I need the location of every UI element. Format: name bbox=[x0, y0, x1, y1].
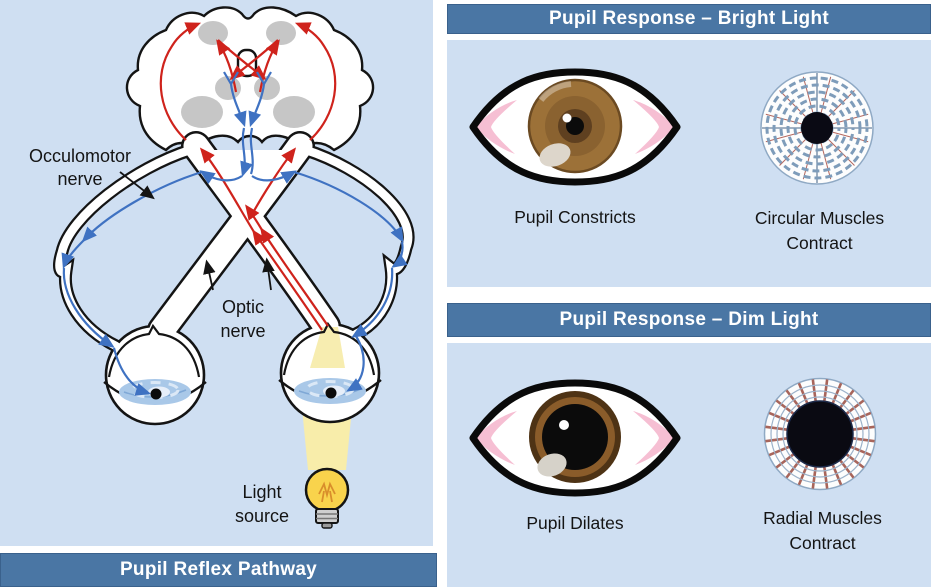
circular-muscles-caption: Circular Muscles Contract bbox=[754, 208, 885, 254]
radial-muscles-diagram bbox=[763, 377, 877, 491]
dim-eye-outline bbox=[469, 379, 681, 497]
bright-title-bar: Pupil Response – Bright Light bbox=[447, 4, 931, 34]
occulomotor-nerve-label-line1: Occulomotor bbox=[29, 146, 131, 166]
pathway-title-bar: Pupil Reflex Pathway bbox=[0, 553, 437, 587]
dim-eye-illustration bbox=[469, 379, 681, 497]
light-bulb-icon bbox=[304, 467, 350, 529]
brainstem-wedge bbox=[206, 150, 290, 222]
pathway-diagram: Occulomotor nerve Optic nerve Light sour… bbox=[29, 6, 415, 529]
afferent-red-pathway bbox=[159, 22, 337, 331]
iris-highlight bbox=[537, 453, 567, 477]
pathway-labels: Occulomotor nerve Optic nerve Light sour… bbox=[29, 146, 289, 526]
eyeball-left bbox=[104, 324, 206, 426]
eye-corner-pink-right bbox=[633, 100, 675, 154]
optic-pointer-arrow-right bbox=[262, 257, 275, 291]
dim-title: Pupil Response – Dim Light bbox=[559, 309, 819, 330]
light-beam bbox=[302, 408, 352, 470]
dim-pupil bbox=[542, 404, 608, 470]
pupil-glint bbox=[562, 113, 572, 123]
pupil-glint bbox=[559, 420, 569, 430]
radial-muscles-caption: Radial Muscles Contract bbox=[763, 508, 882, 554]
dim-eye-caption: Pupil Dilates bbox=[526, 513, 624, 533]
circular-muscles-diagram bbox=[760, 71, 874, 185]
iris-highlight bbox=[539, 143, 571, 167]
bright-panel: Pupil Constricts Circular Muscles Contra… bbox=[447, 40, 931, 287]
bright-iris bbox=[527, 78, 623, 174]
efferent-blue-pathway bbox=[61, 71, 408, 396]
eye-corner-pink-left bbox=[475, 100, 517, 154]
light-source-label-line2: source bbox=[235, 506, 289, 526]
bright-title: Pupil Response – Bright Light bbox=[549, 8, 829, 29]
bright-eye-illustration bbox=[469, 68, 681, 186]
optic-pointer-arrow-left bbox=[203, 259, 216, 291]
optic-nerve-label-line1: Optic bbox=[222, 297, 264, 317]
dim-title-bar: Pupil Response – Dim Light bbox=[447, 303, 931, 337]
occulomotor-nerve-label-line2: nerve bbox=[57, 169, 102, 189]
bright-eye-outline bbox=[469, 68, 681, 186]
bright-pupil bbox=[566, 117, 584, 135]
left-pupil bbox=[150, 388, 162, 400]
right-pupil bbox=[325, 387, 337, 399]
bright-eye-caption: Pupil Constricts bbox=[514, 207, 636, 227]
pathway-title: Pupil Reflex Pathway bbox=[119, 559, 318, 580]
light-source-label-line1: Light bbox=[242, 482, 281, 502]
occulomotor-pointer-arrow bbox=[119, 171, 155, 200]
constricted-pupil bbox=[801, 112, 833, 144]
light-cone bbox=[310, 327, 345, 368]
dim-iris bbox=[529, 391, 621, 483]
pathway-panel: Occulomotor nerve Optic nerve Light sour… bbox=[0, 0, 433, 546]
eye-corner-pink-left bbox=[475, 411, 517, 465]
optic-nerve-label-line2: nerve bbox=[220, 321, 265, 341]
dim-panel: Pupil Dilates Radial Muscles Contract bbox=[447, 343, 931, 587]
radial-muscle-rings bbox=[770, 384, 870, 484]
gray-nuclei bbox=[181, 21, 315, 128]
dilated-pupil bbox=[786, 400, 854, 468]
eye-corner-pink-right bbox=[633, 411, 675, 465]
midbrain bbox=[125, 6, 375, 152]
